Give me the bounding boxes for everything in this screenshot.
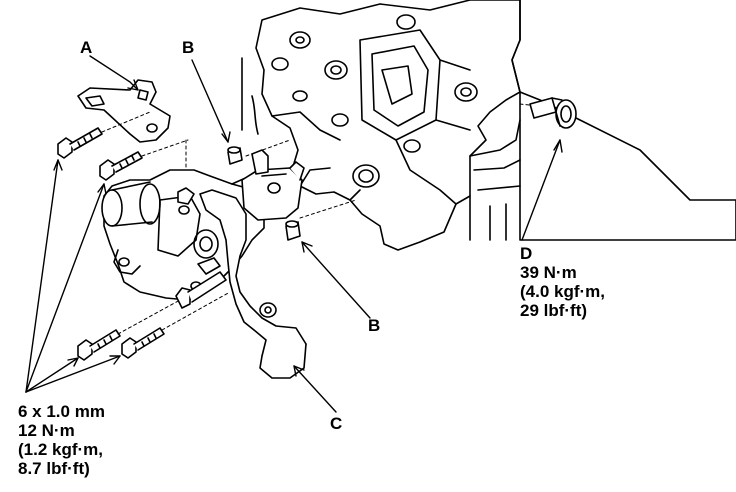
bolt-upper-middle	[99, 151, 143, 181]
dowel-pin-lower	[285, 220, 301, 241]
leader-lines	[25, 55, 563, 413]
bolt-spec-block: 6 x 1.0 mm 12 N·m (1.2 kgf·m, 8.7 lbf·ft…	[18, 402, 105, 478]
torque-d-nm: 39 N·m	[520, 263, 577, 282]
label-d: D	[520, 244, 533, 263]
selector-block	[241, 149, 305, 221]
torque-d-kgfm: (4.0 kgf·m,	[520, 282, 606, 301]
label-d-block: D 39 N·m (4.0 kgf·m, 29 lbf·ft)	[520, 244, 605, 320]
bolt-upper-left	[57, 127, 103, 159]
bolt-torque-kgfm: (1.2 kgf·m,	[18, 440, 104, 459]
reference-lines	[241, 57, 259, 135]
bolt-lower-middle	[121, 327, 165, 359]
torque-d-lbfft: 29 lbf·ft)	[520, 301, 588, 320]
pivot-pin	[175, 257, 227, 309]
bracket-a	[77, 79, 171, 143]
bolt-size: 6 x 1.0 mm	[18, 402, 105, 421]
label-c: C	[330, 414, 343, 433]
label-a: A	[80, 38, 93, 57]
label-b-top: B	[182, 38, 195, 57]
bolt-torque-nm: 12 N·m	[18, 421, 75, 440]
dowel-pin-upper	[227, 146, 243, 165]
bolt-torque-lbfft: 8.7 lbf·ft)	[18, 459, 90, 478]
label-b-bottom: B	[368, 316, 381, 335]
transmission-housing	[255, 0, 736, 251]
bolt-lower-left	[77, 329, 121, 361]
bolt-d	[529, 97, 577, 129]
